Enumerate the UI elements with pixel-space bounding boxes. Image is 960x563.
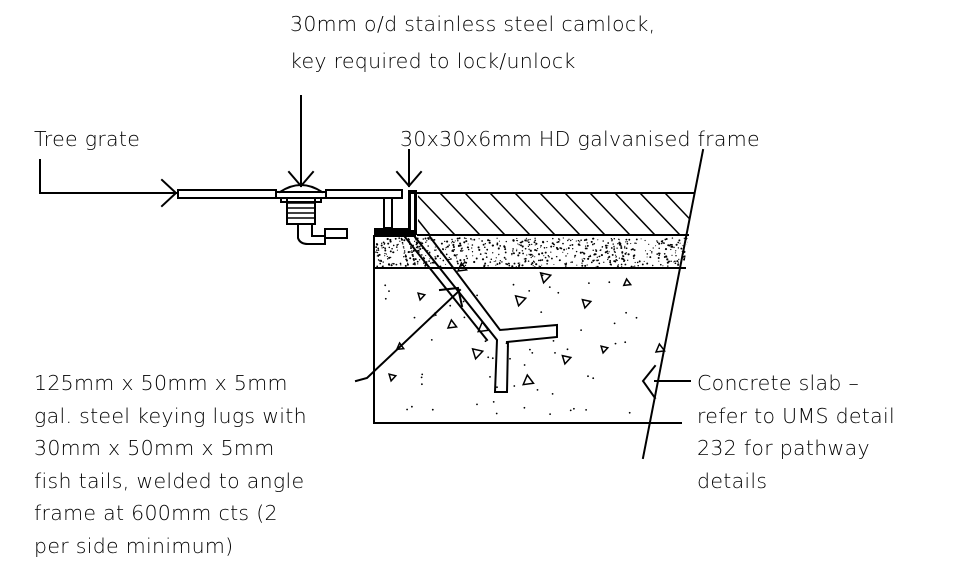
keying-lug <box>403 235 558 393</box>
keying-lugs-line-5: frame at 600mm cts (2 <box>34 501 278 525</box>
label-tree-grate: Tree grate <box>34 127 140 151</box>
concrete-slab-line-1: Concrete slab – <box>697 371 859 395</box>
keying-lugs-line-2: gal. steel keying lugs with <box>34 404 307 428</box>
label-camlock: 30mm o/d stainless steel camlock, key re… <box>290 12 655 73</box>
label-concrete-slab: Concrete slab – refer to UMS detail 232 … <box>697 371 895 493</box>
paving-layer <box>417 192 695 236</box>
concrete-slab-line-2: refer to UMS detail <box>697 404 895 428</box>
camlock-line-2: key required to lock/unlock <box>290 49 576 73</box>
angle-frame <box>374 190 417 237</box>
label-keying-lugs: 125mm x 50mm x 5mm gal. steel keying lug… <box>34 371 307 558</box>
leaders <box>39 95 691 400</box>
keying-lugs-line-6: per side minimum) <box>34 534 233 558</box>
break-line <box>641 148 705 460</box>
tree-grate-line-1: Tree grate <box>34 127 140 151</box>
camlock <box>278 184 348 245</box>
concrete-slab-line-4: details <box>697 469 767 493</box>
camlock-line-1: 30mm o/d stainless steel camlock, <box>290 12 655 36</box>
keying-lugs-line-1: 125mm x 50mm x 5mm <box>34 371 288 395</box>
concrete-slab-line-3: 232 for pathway <box>697 436 870 460</box>
bedding-layer <box>373 237 688 269</box>
keying-lugs-line-4: fish tails, welded to angle <box>34 469 304 493</box>
concrete-slab <box>373 235 682 424</box>
frame-line-1: 30x30x6mm HD galvanised frame <box>400 127 760 151</box>
keying-lugs-line-3: 30mm x 50mm x 5mm <box>34 436 274 460</box>
label-frame: 30x30x6mm HD galvanised frame <box>400 127 760 151</box>
tree-grate-plate <box>177 189 403 229</box>
